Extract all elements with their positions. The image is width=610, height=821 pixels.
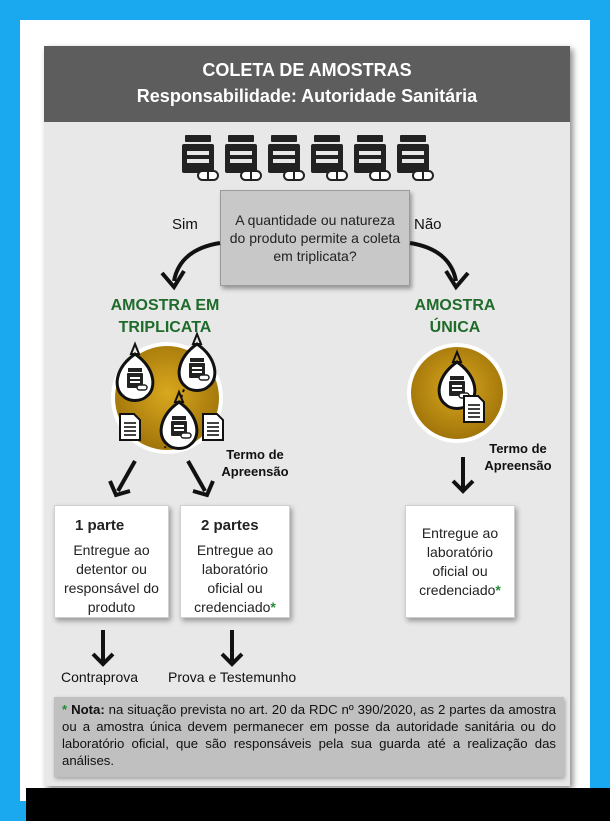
medicine-bottle-icon [224, 135, 262, 181]
single-sample-illustration [407, 343, 507, 443]
part2-box: 2 partes Entregue ao laboratório oficial… [180, 505, 290, 618]
document-icon [202, 413, 224, 441]
sample-bag-icon [177, 332, 217, 392]
part1-result: Contraprova [61, 669, 139, 685]
single-title: AMOSTRA ÚNICA [400, 295, 510, 339]
no-label: Não [414, 216, 442, 233]
medicine-bottle-icon [396, 135, 434, 181]
note-star: * [62, 702, 68, 717]
note-label: Nota: [71, 702, 105, 717]
single-termo-line2: Apreensão [484, 458, 552, 473]
part2-down-arrow-icon [220, 630, 244, 667]
triplicate-termo: Termo de Apreensão [210, 446, 300, 480]
part1-header: 1 parte [75, 517, 125, 534]
yes-arrow-icon [172, 241, 221, 282]
yes-label: Sim [172, 216, 198, 233]
triplicate-termo-line1: Termo de [226, 447, 284, 462]
triplicate-title: AMOSTRA EM TRIPLICATA [90, 295, 240, 339]
medicine-bottle-icon [267, 135, 305, 181]
part2-body: Entregue ao laboratório oficial ou crede… [194, 542, 274, 615]
note-text: na situação prevista no art. 20 da RDC n… [62, 702, 557, 768]
no-arrow-icon [409, 241, 458, 282]
medicine-bottle-icon [353, 135, 391, 181]
medicine-bottles-row [181, 135, 434, 181]
single-body-wrap: Entregue ao laboratório oficial ou crede… [406, 524, 514, 600]
note-box: * Nota: na situação prevista no art. 20 … [54, 697, 564, 777]
part2-result: Prova e Testemunho [168, 669, 297, 685]
single-body: Entregue ao laboratório oficial ou crede… [419, 524, 499, 598]
medicine-bottle-icon [181, 135, 219, 181]
bottom-black-bar [26, 788, 610, 821]
single-box: Entregue ao laboratório oficial ou crede… [405, 505, 515, 618]
part1-down-arrow-icon [91, 630, 115, 667]
medicine-bottle-icon [310, 135, 348, 181]
single-termo: Termo de Apreensão [478, 440, 558, 474]
single-star: * [495, 581, 501, 598]
part1-body: Entregue ao detentor ou responsável do p… [64, 542, 159, 615]
part2-body-wrap: Entregue ao laboratório oficial ou crede… [181, 541, 289, 617]
triplicate-split-arrows [108, 460, 215, 498]
triplicate-termo-line2: Apreensão [221, 464, 289, 479]
question-box: A quantidade ou natureza do produto perm… [220, 190, 410, 286]
triplicate-samples-illustration [111, 332, 224, 454]
single-termo-line1: Termo de [489, 441, 547, 456]
part2-header: 2 partes [201, 517, 259, 534]
document-icon [463, 395, 485, 423]
document-icon [119, 413, 141, 441]
header: COLETA DE AMOSTRAS Responsabilidade: Aut… [44, 46, 570, 122]
part2-star: * [270, 599, 276, 615]
question-text: A quantidade ou natureza do produto perm… [229, 212, 401, 264]
triplicate-title-line2: TRIPLICATA [118, 319, 212, 336]
single-title-line1: AMOSTRA [414, 297, 496, 314]
triplicate-title-line1: AMOSTRA EM [110, 297, 220, 314]
single-title-line2: ÚNICA [429, 319, 481, 336]
part1-box: 1 parte Entregue ao detentor ou responsá… [54, 505, 169, 618]
header-title: COLETA DE AMOSTRAS [202, 60, 412, 80]
header-subtitle: Responsabilidade: Autoridade Sanitária [136, 86, 478, 106]
branch-arrows [160, 241, 470, 291]
single-down-arrow-icon [451, 457, 475, 494]
